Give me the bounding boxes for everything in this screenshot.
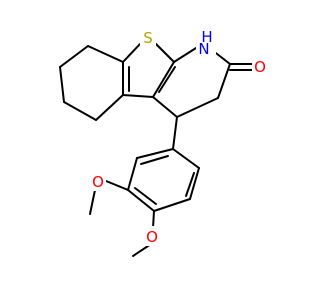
carbonyl-bond bbox=[229, 63, 254, 71]
nitrogen-atom: H N bbox=[196, 28, 216, 58]
methoxy-oxygen-upper-label: O bbox=[92, 173, 104, 191]
sulfur-label: S bbox=[143, 29, 153, 47]
dimethoxyphenyl-ring bbox=[127, 148, 200, 212]
cyclohexane-ring bbox=[59, 45, 124, 121]
carbonyl-oxygen-label: O bbox=[254, 58, 266, 76]
methoxy-oxygen-lower-atom: O bbox=[144, 226, 160, 246]
sulfur-atom: S bbox=[140, 28, 156, 48]
nitrogen-label: N bbox=[198, 40, 209, 58]
nh-hydrogen-label: H bbox=[201, 28, 212, 46]
aryl-link-bond bbox=[172, 116, 178, 150]
methoxy-group-upper bbox=[89, 180, 129, 215]
methoxy-oxygen-lower-label: O bbox=[146, 228, 158, 246]
thiophene-ring bbox=[122, 43, 176, 98]
carbonyl-oxygen-atom: O bbox=[252, 56, 268, 76]
methoxy-oxygen-upper-atom: O bbox=[90, 171, 106, 191]
molecule-structure-diagram: S H N O O O bbox=[59, 28, 268, 257]
